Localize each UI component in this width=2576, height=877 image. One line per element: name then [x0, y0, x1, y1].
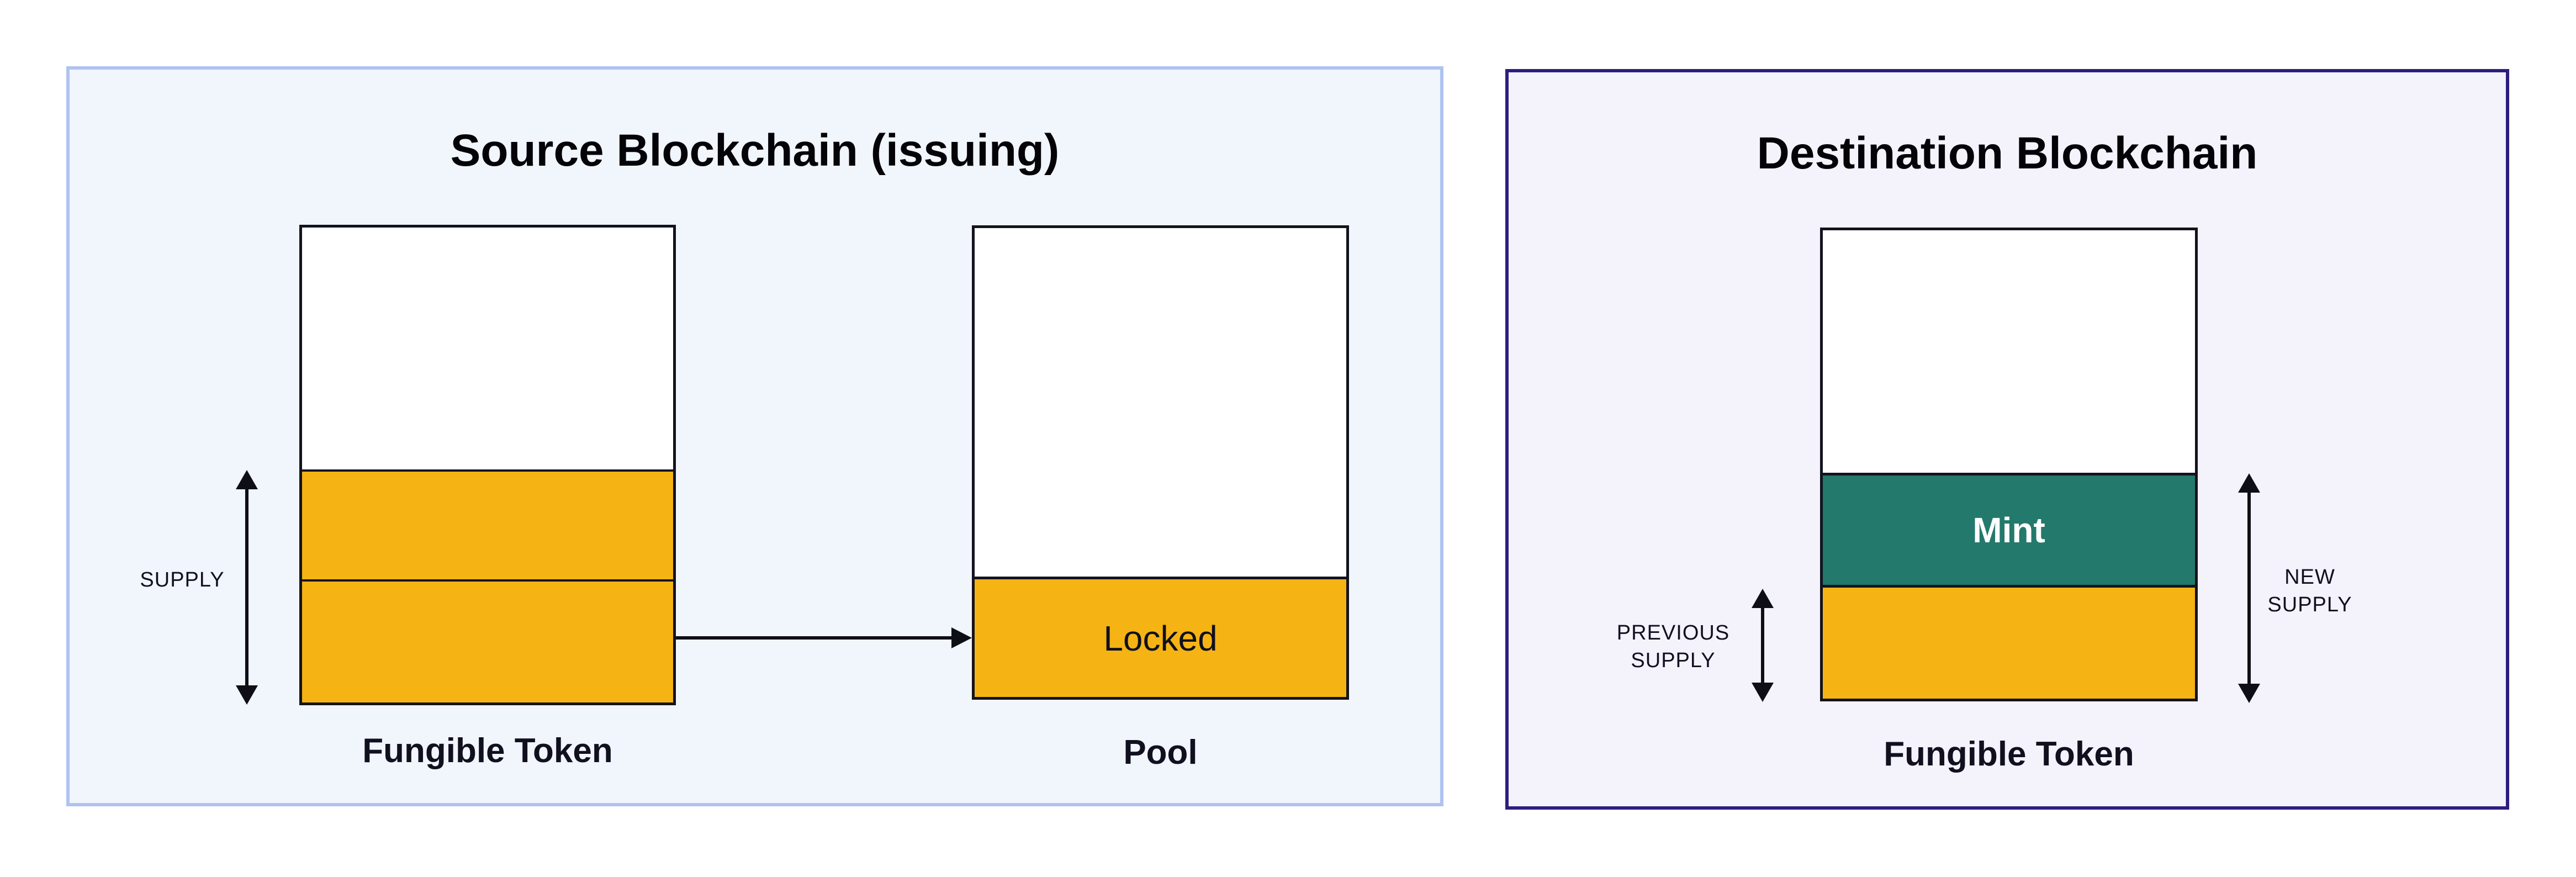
new-supply-label: NEW SUPPLY [2267, 566, 2352, 616]
fungible-token-caption: Fungible Token [1884, 735, 2134, 773]
pool-locked-section: Locked [975, 577, 1346, 697]
token-box-empty-section [302, 228, 673, 469]
previous-supply-double-arrow-icon [1752, 589, 1774, 702]
mint-section: Mint [1823, 473, 2195, 585]
fungible-token-caption: Fungible Token [362, 732, 613, 770]
new-supply-double-arrow-icon [2238, 473, 2260, 703]
supply-double-arrow-icon [236, 470, 258, 705]
token-box-empty-section [1823, 230, 2195, 473]
source-blockchain-panel: Source Blockchain (issuing) SUPPLY Locke… [66, 66, 1443, 806]
pool-empty-section [975, 228, 1346, 577]
destination-panel-title: Destination Blockchain [1757, 128, 2258, 178]
mint-label: Mint [1972, 510, 2045, 550]
pool-box: Locked [972, 225, 1349, 700]
locked-label: Locked [1103, 618, 1218, 658]
destination-blockchain-panel: Destination Blockchain PREVIOUS SUPPLY M… [1505, 69, 2509, 810]
token-supply-upper-section [302, 469, 673, 579]
fungible-token-box [299, 225, 676, 705]
transfer-arrow-icon [676, 627, 972, 648]
fungible-token-box-destination: Mint [1820, 228, 2198, 701]
token-supply-lower-section [302, 579, 673, 702]
pool-caption: Pool [1123, 733, 1198, 772]
source-panel-title: Source Blockchain (issuing) [450, 125, 1060, 176]
previous-supply-label: PREVIOUS SUPPLY [1616, 621, 1730, 672]
previous-supply-section [1823, 585, 2195, 699]
supply-label: SUPPLY [140, 568, 225, 591]
